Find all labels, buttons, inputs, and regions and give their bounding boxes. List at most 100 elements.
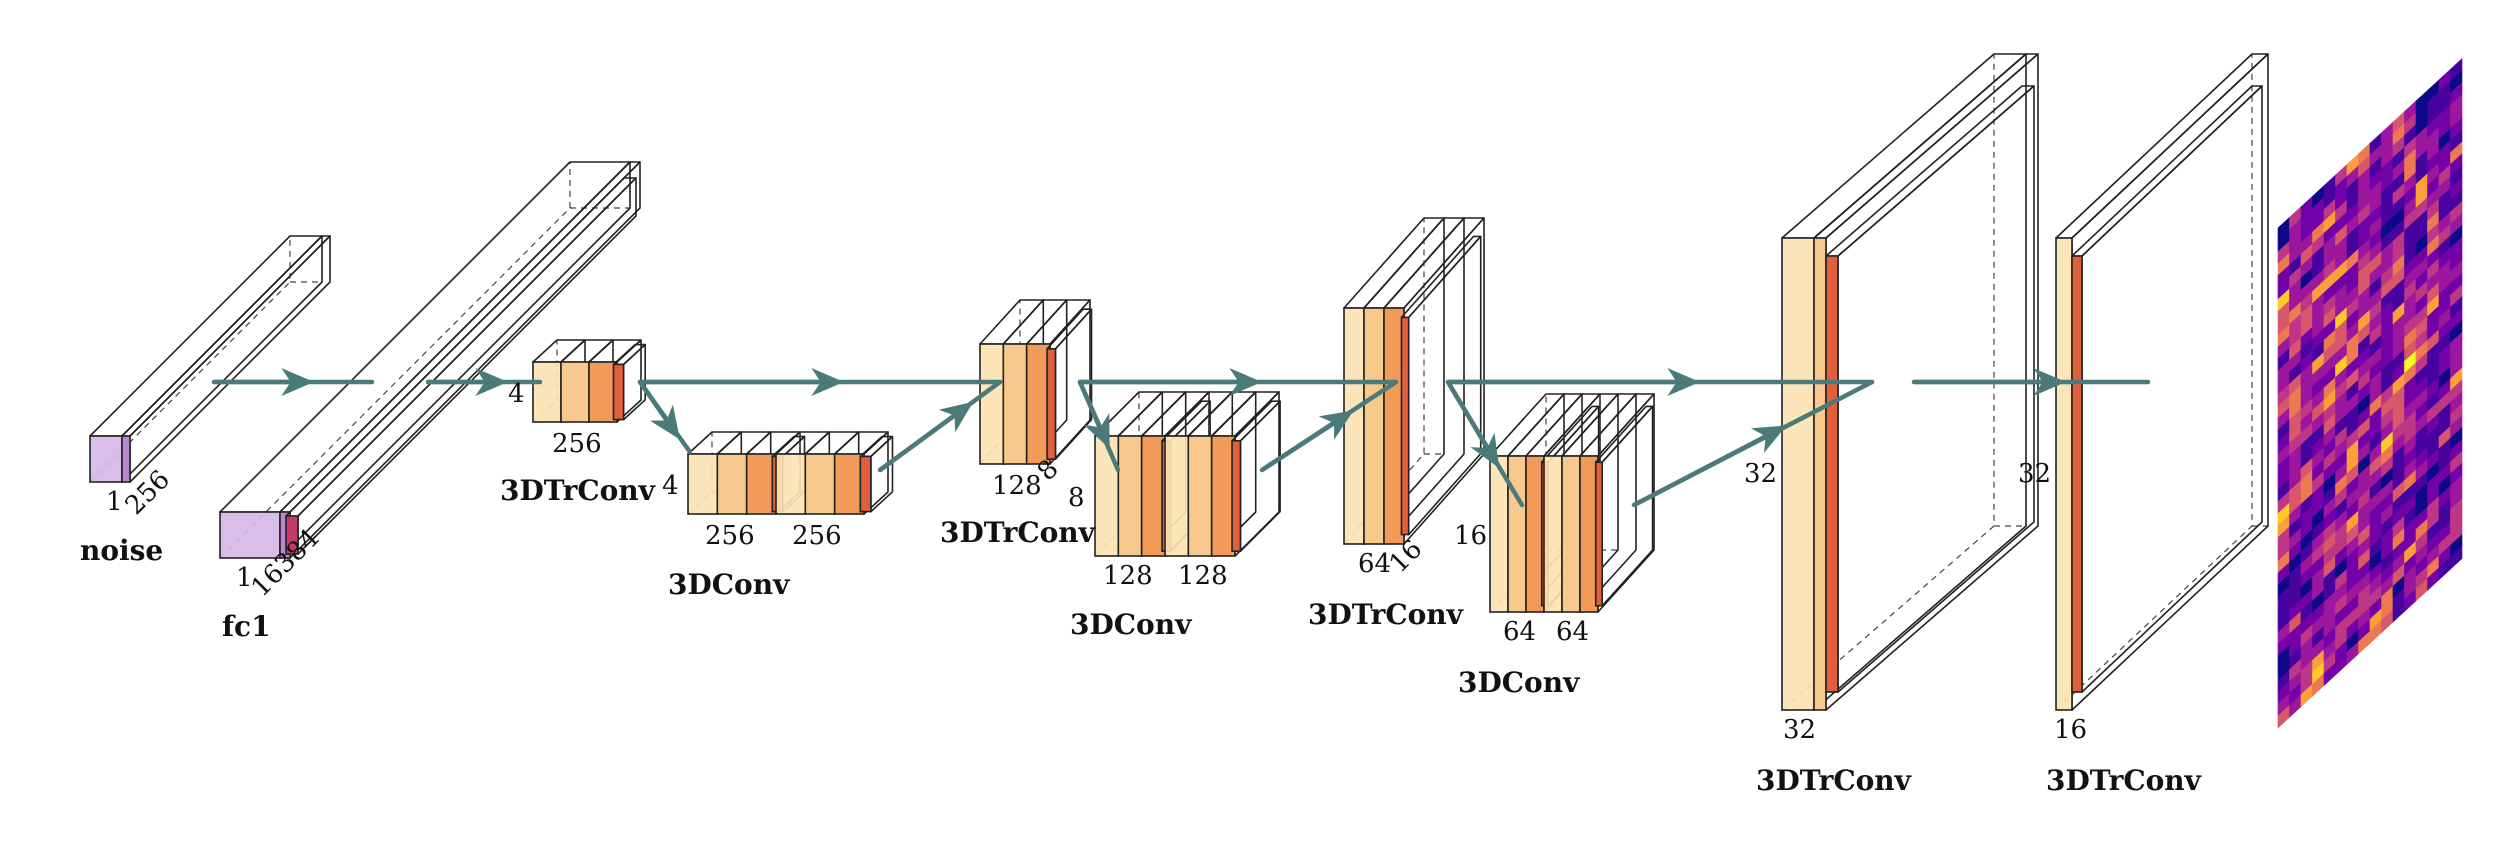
trconv3-band-c-top-face	[1383, 217, 1485, 309]
conv1-unit2-band-c-front-face	[833, 453, 865, 515]
layer-noise	[89, 235, 331, 483]
trconv1-band-b-top-face	[560, 339, 614, 363]
arrow-conv2-trconv3-head	[1260, 410, 1354, 472]
conv1-unit2-band-b-front-face	[804, 453, 836, 515]
conv1-dim-h: 4	[662, 471, 679, 501]
conv3-unit1-activation-top-face	[1540, 405, 1600, 464]
conv1-unit1-band-b-top-face	[716, 431, 772, 455]
noise-slab-a-front-face	[89, 435, 123, 483]
noise-dim-a: 1	[106, 487, 123, 517]
conv2-unit1-band-a-front-face	[1094, 435, 1120, 557]
conv1-unit1-band-b-front-face	[716, 453, 748, 515]
trconv3-band-a-front-face	[1343, 307, 1365, 545]
trconv4-activation-front-face	[1825, 255, 1839, 693]
conv1-unit1-band-a-top-face	[687, 431, 743, 455]
trconv4-dim-w: 32	[1783, 715, 1816, 745]
trconv5-dim-h: 32	[2018, 459, 2051, 489]
trconv2-band-b-front-face	[1002, 343, 1028, 465]
conv2-unit1-band-c-top-face	[1140, 391, 1210, 437]
fc1-activation-top-face	[285, 177, 637, 517]
trconv5-band-a-front-face	[2055, 237, 2073, 711]
trconv5-band-a-top-face	[2055, 53, 2269, 239]
fc1-dim-a: 1	[236, 563, 253, 593]
trconv5-activation-top-face	[2071, 85, 2263, 257]
fc1-activation-front-face	[285, 515, 299, 555]
layer-trconv1	[532, 339, 647, 423]
trconv5-activation-front-face	[2071, 255, 2083, 693]
trconv2-band-a-top-face	[979, 299, 1045, 345]
noise-name: noise	[80, 534, 163, 567]
conv3-dim-h: 16	[1454, 521, 1487, 551]
layer-blocks	[89, 53, 2269, 711]
conv2-name: 3DConv	[1070, 608, 1192, 641]
trconv3-activation-front-face	[1400, 316, 1410, 536]
conv3-unit2-activation-front-face	[1594, 461, 1604, 607]
conv2-unit1-band-b-top-face	[1117, 391, 1187, 437]
conv3-dim-w2: 64	[1556, 617, 1589, 647]
trconv4-band-a-top-face	[1781, 53, 2027, 239]
conv3-dim-w1: 64	[1503, 617, 1536, 647]
conv1-unit2-band-b-top-face	[804, 431, 860, 455]
trconv1-dim-h: 4	[508, 379, 525, 409]
conv2-unit2-band-b-front-face	[1187, 435, 1213, 557]
conv3-unit2-activation-top-face	[1594, 405, 1654, 464]
layer-trconv2	[979, 299, 1093, 465]
trconv4-band-b-front-face	[1813, 237, 1827, 711]
trconv1-name: 3DTrConv	[500, 474, 656, 507]
conv1-unit1-band-c-front-face	[745, 453, 777, 515]
conv2-unit1-band-a-top-face	[1094, 391, 1164, 437]
trconv3-band-a-hidden-edge	[1343, 218, 1425, 545]
arrow-conv3-trconv4-head	[1632, 425, 1787, 507]
trconv2-dim-w: 128	[992, 471, 1042, 501]
arrow-trconv2-conv2-head	[1077, 381, 1110, 449]
trconv2-band-a-front-face	[979, 343, 1005, 465]
arrow-trconv3-conv3-head	[1446, 380, 1500, 469]
output-heatmap	[2277, 58, 2463, 729]
trconv3-activation-top-face	[1400, 235, 1482, 319]
conv2-unit2-activation-front-face	[1231, 439, 1242, 552]
noise-slab-b-top-face	[121, 235, 331, 437]
trconv3-band-b-front-face	[1363, 307, 1385, 545]
conv3-unit2-activation-side-face	[1601, 405, 1654, 607]
conv1-dim-w1: 256	[705, 521, 755, 551]
trconv4-activation-side-face	[1837, 85, 2035, 693]
trconv1-dim-w: 256	[552, 429, 602, 459]
arrow-trconv1-conv1-head	[638, 380, 680, 440]
noise-slab-b-front-face	[121, 435, 131, 483]
trconv2-activation-front-face	[1046, 347, 1057, 460]
layer-trconv4	[1781, 53, 2039, 711]
conv1-unit1-band-c-top-face	[745, 431, 801, 455]
trconv2-name: 3DTrConv	[940, 516, 1096, 549]
fc1-slab-a-top-face	[219, 161, 631, 513]
conv2-unit2-band-a-front-face	[1164, 435, 1190, 557]
trconv1-activation-front-face	[612, 363, 625, 421]
trconv4-band-b-top-face	[1813, 53, 2039, 239]
conv1-name: 3DConv	[668, 568, 790, 601]
conv3-unit2-band-b-front-face	[1561, 455, 1581, 613]
conv3-unit1-band-b-front-face	[1507, 455, 1527, 613]
trconv4-name: 3DTrConv	[1756, 764, 1912, 797]
trconv2-dim-d2: 8	[1068, 483, 1085, 513]
conv1-unit1-band-a-front-face	[687, 453, 719, 515]
trconv5-name: 3DTrConv	[2046, 764, 2202, 797]
noise-slab-a-hidden-edge	[89, 236, 291, 483]
arrow-conv1-trconv2-head	[878, 401, 974, 472]
layer-fc1	[219, 161, 641, 559]
conv1-dim-w2: 256	[792, 521, 842, 551]
heatmap-cell	[2450, 545, 2463, 570]
layer-conv3	[1489, 393, 1655, 613]
conv1-unit2-band-a-front-face	[775, 453, 807, 515]
trconv4-activation-top-face	[1825, 85, 2035, 257]
trconv5-dim-w: 16	[2054, 715, 2087, 745]
fc1-name: fc1	[222, 610, 271, 643]
trconv4-band-a-front-face	[1781, 237, 1815, 711]
conv2-dim-w1: 128	[1103, 561, 1153, 591]
layer-conv1	[687, 431, 894, 515]
trconv4-dim-h: 32	[1744, 459, 1777, 489]
trconv3-dim-w: 64	[1358, 549, 1391, 579]
conv2-unit2-band-a-top-face	[1164, 391, 1234, 437]
trconv3-name: 3DTrConv	[1308, 598, 1464, 631]
conv1-unit2-band-c-top-face	[833, 431, 889, 455]
fc1-slab-b-top-face	[279, 161, 641, 513]
conv2-dim-w2: 128	[1178, 561, 1228, 591]
